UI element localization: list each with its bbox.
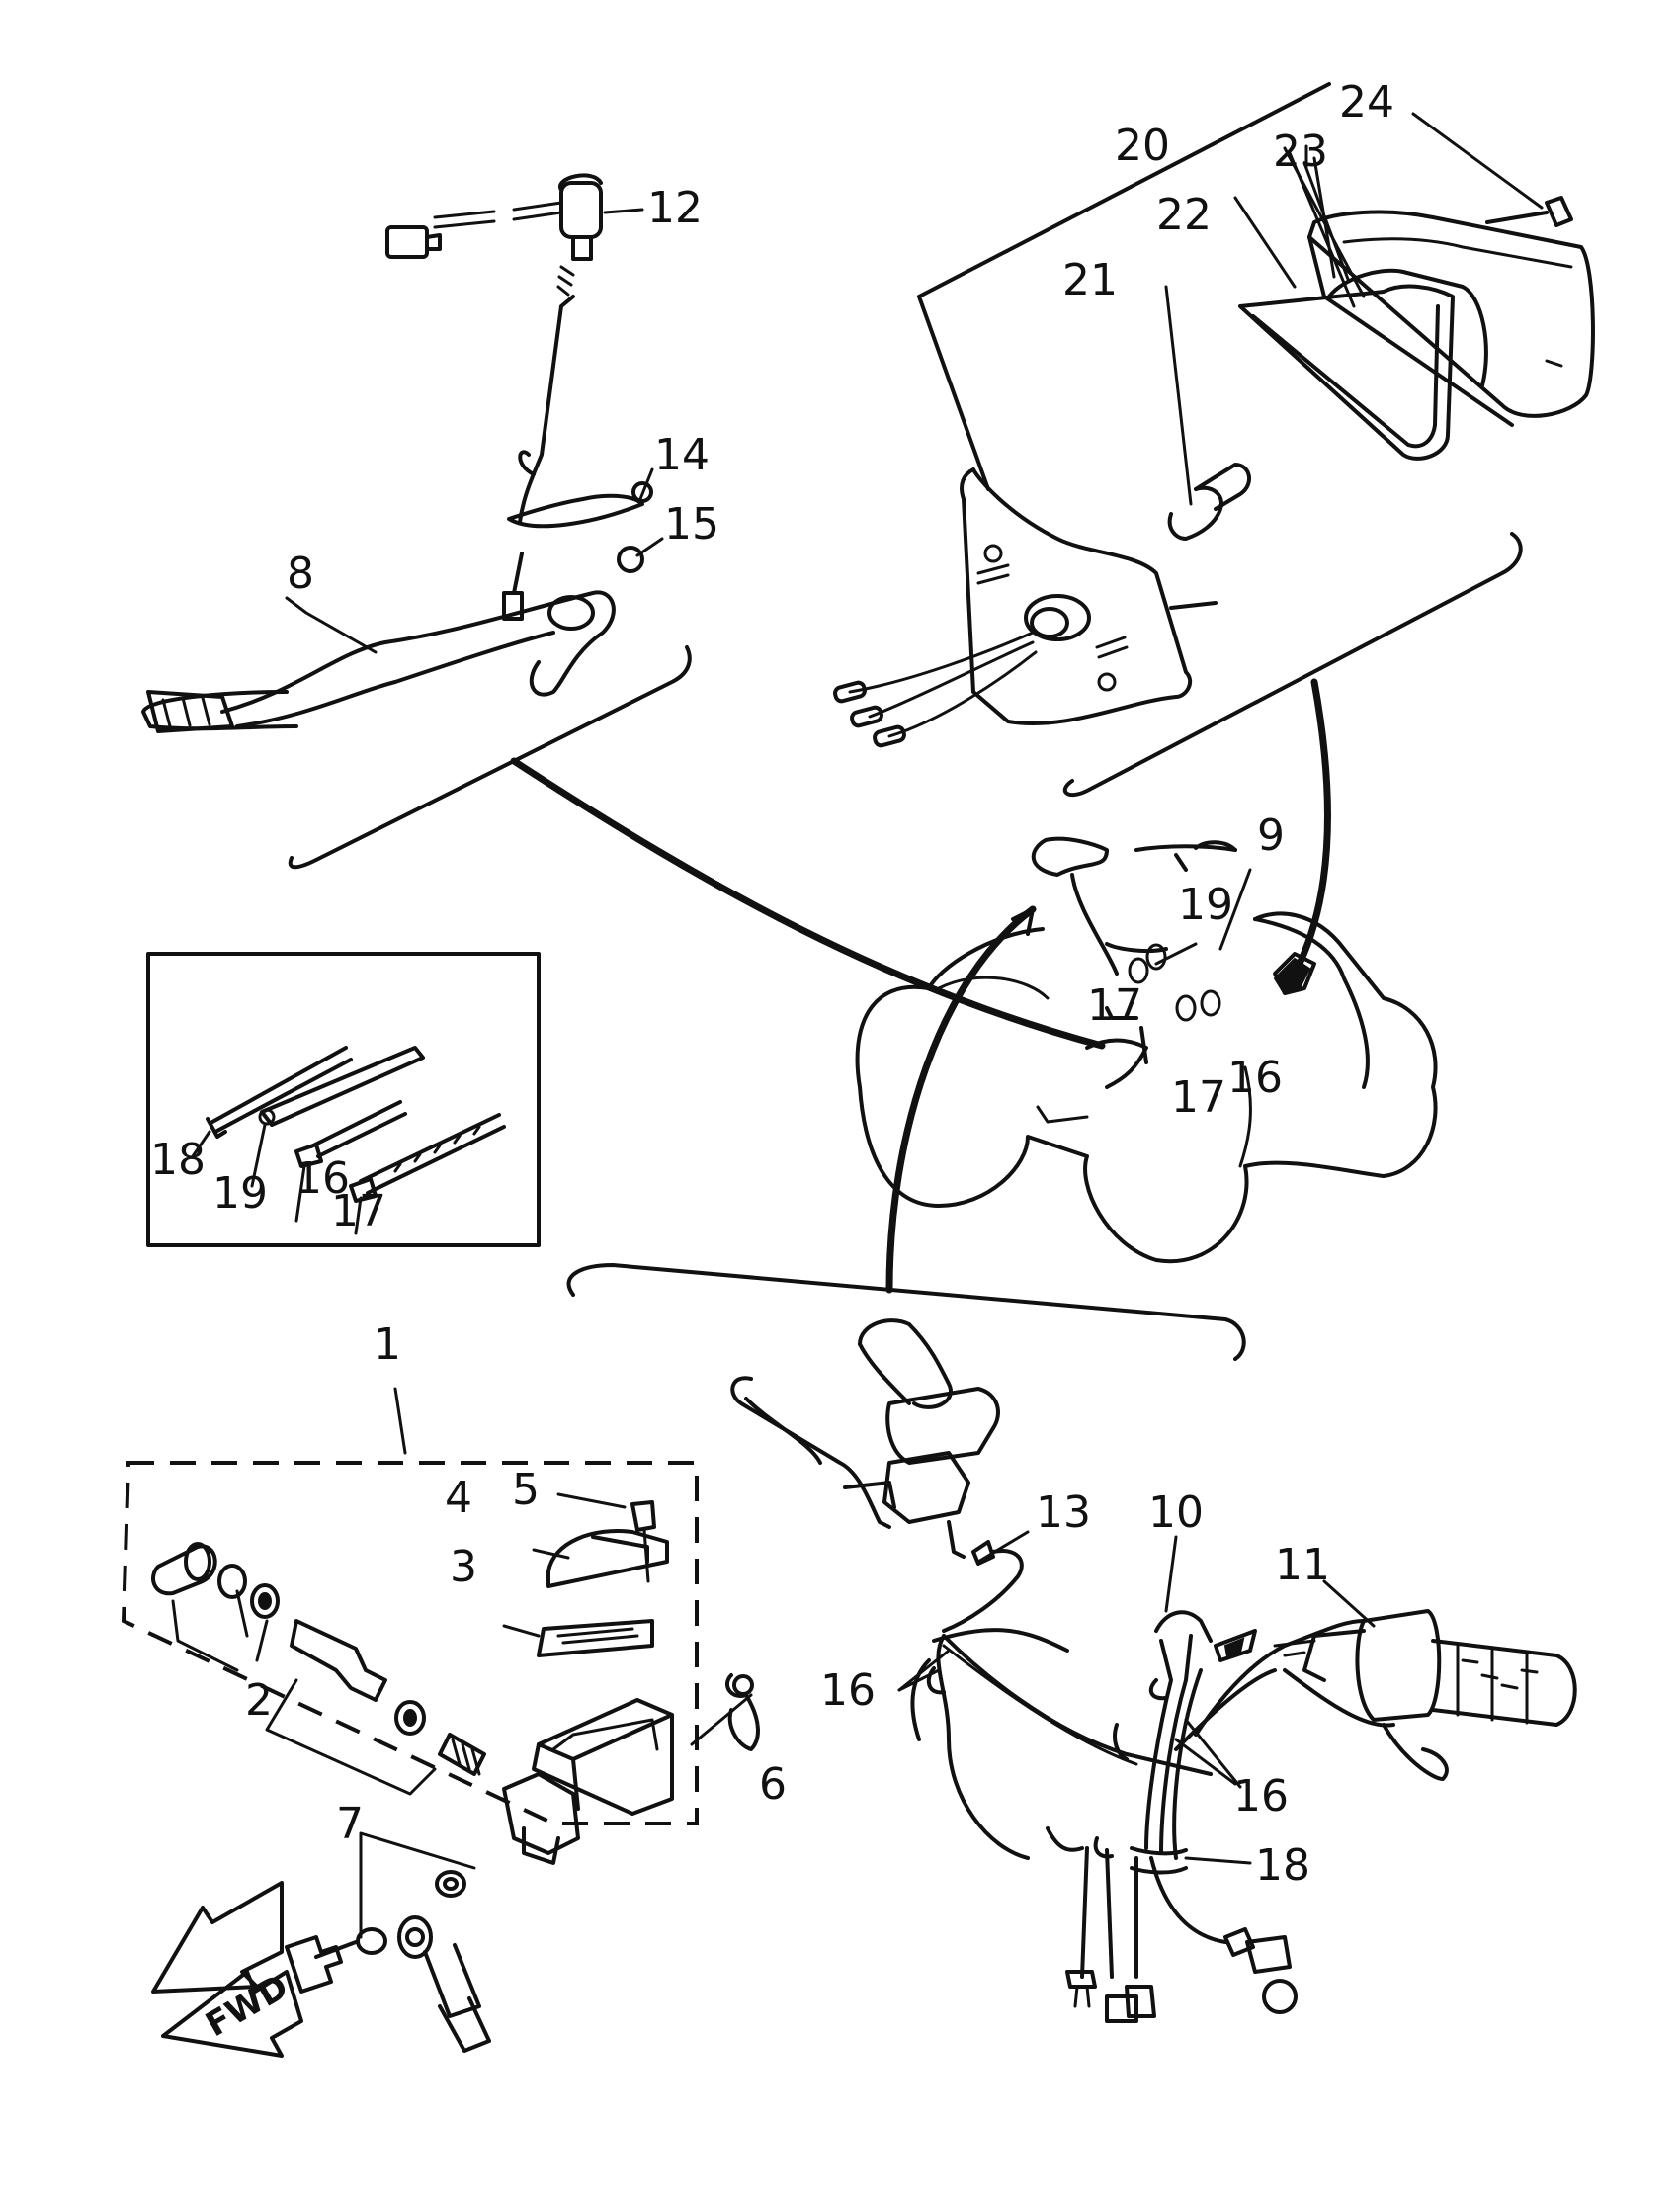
- callout-16-inset: 16: [294, 1153, 350, 1204]
- callout-5: 5: [512, 1465, 540, 1515]
- callout-23: 23: [1273, 127, 1328, 177]
- small-parts-inset: [146, 952, 541, 1247]
- callout-17-inset: 17: [331, 1186, 386, 1236]
- callout-10: 10: [1148, 1487, 1204, 1538]
- connector-taillight-to-atv: [1296, 678, 1331, 968]
- callout-19-atv: 19: [1178, 880, 1233, 930]
- callout-17-atv-upper: 17: [1087, 980, 1142, 1031]
- connector-arrowhead: [1011, 907, 1035, 936]
- callout-20: 20: [1115, 121, 1170, 171]
- callout-18-inset: 18: [150, 1135, 206, 1185]
- callout-2: 2: [245, 1675, 273, 1726]
- brake-hose-parts: [151, 1831, 491, 2053]
- callout-15: 15: [664, 499, 719, 550]
- pedal-group-bracket: [288, 645, 692, 870]
- tail-light-group-bracket: [1062, 532, 1523, 798]
- callout-21: 21: [1062, 255, 1118, 305]
- handlebar-group-bracket: [566, 1263, 1246, 1361]
- callout-14: 14: [654, 430, 710, 480]
- fwd-direction-arrow: FWD: [161, 1967, 303, 2058]
- callout-3: 3: [450, 1542, 477, 1592]
- callout-19-inset: 19: [212, 1168, 268, 1219]
- callout-16-left-tie: 16: [820, 1665, 876, 1716]
- bottom-right-leaders: [897, 1530, 1376, 1875]
- connector-handlebar-to-atv: [885, 905, 1037, 1294]
- callout-6: 6: [759, 1759, 787, 1810]
- callout-13: 13: [1036, 1487, 1091, 1538]
- brake-pedal-group: [141, 173, 664, 733]
- callout-4: 4: [445, 1473, 472, 1523]
- callout-16-right-tie: 16: [1233, 1771, 1289, 1822]
- callout-labels: 1 2 3 4 5 6 7 8 9 10 11 12 13 14 15 16 1…: [150, 77, 1394, 1891]
- callout-8: 8: [287, 549, 314, 599]
- master-cylinder-group: [121, 1387, 760, 1865]
- handlebar-switch-group: [730, 1318, 1577, 2023]
- callout-11: 11: [1275, 1540, 1330, 1590]
- callout-1: 1: [374, 1319, 401, 1370]
- callout-7: 7: [336, 1799, 364, 1849]
- callout-24: 24: [1339, 77, 1394, 127]
- callout-22: 22: [1156, 190, 1212, 240]
- tail-light-group: [833, 82, 1595, 748]
- connector-pedal-to-atv: [510, 757, 1106, 1050]
- callout-18-harness: 18: [1255, 1840, 1310, 1891]
- callout-16-atv: 16: [1227, 1053, 1283, 1103]
- callout-12: 12: [647, 183, 703, 233]
- callout-17-atv-lower: 17: [1171, 1072, 1226, 1123]
- callout-9: 9: [1257, 810, 1285, 861]
- atv-outline: [855, 836, 1438, 1264]
